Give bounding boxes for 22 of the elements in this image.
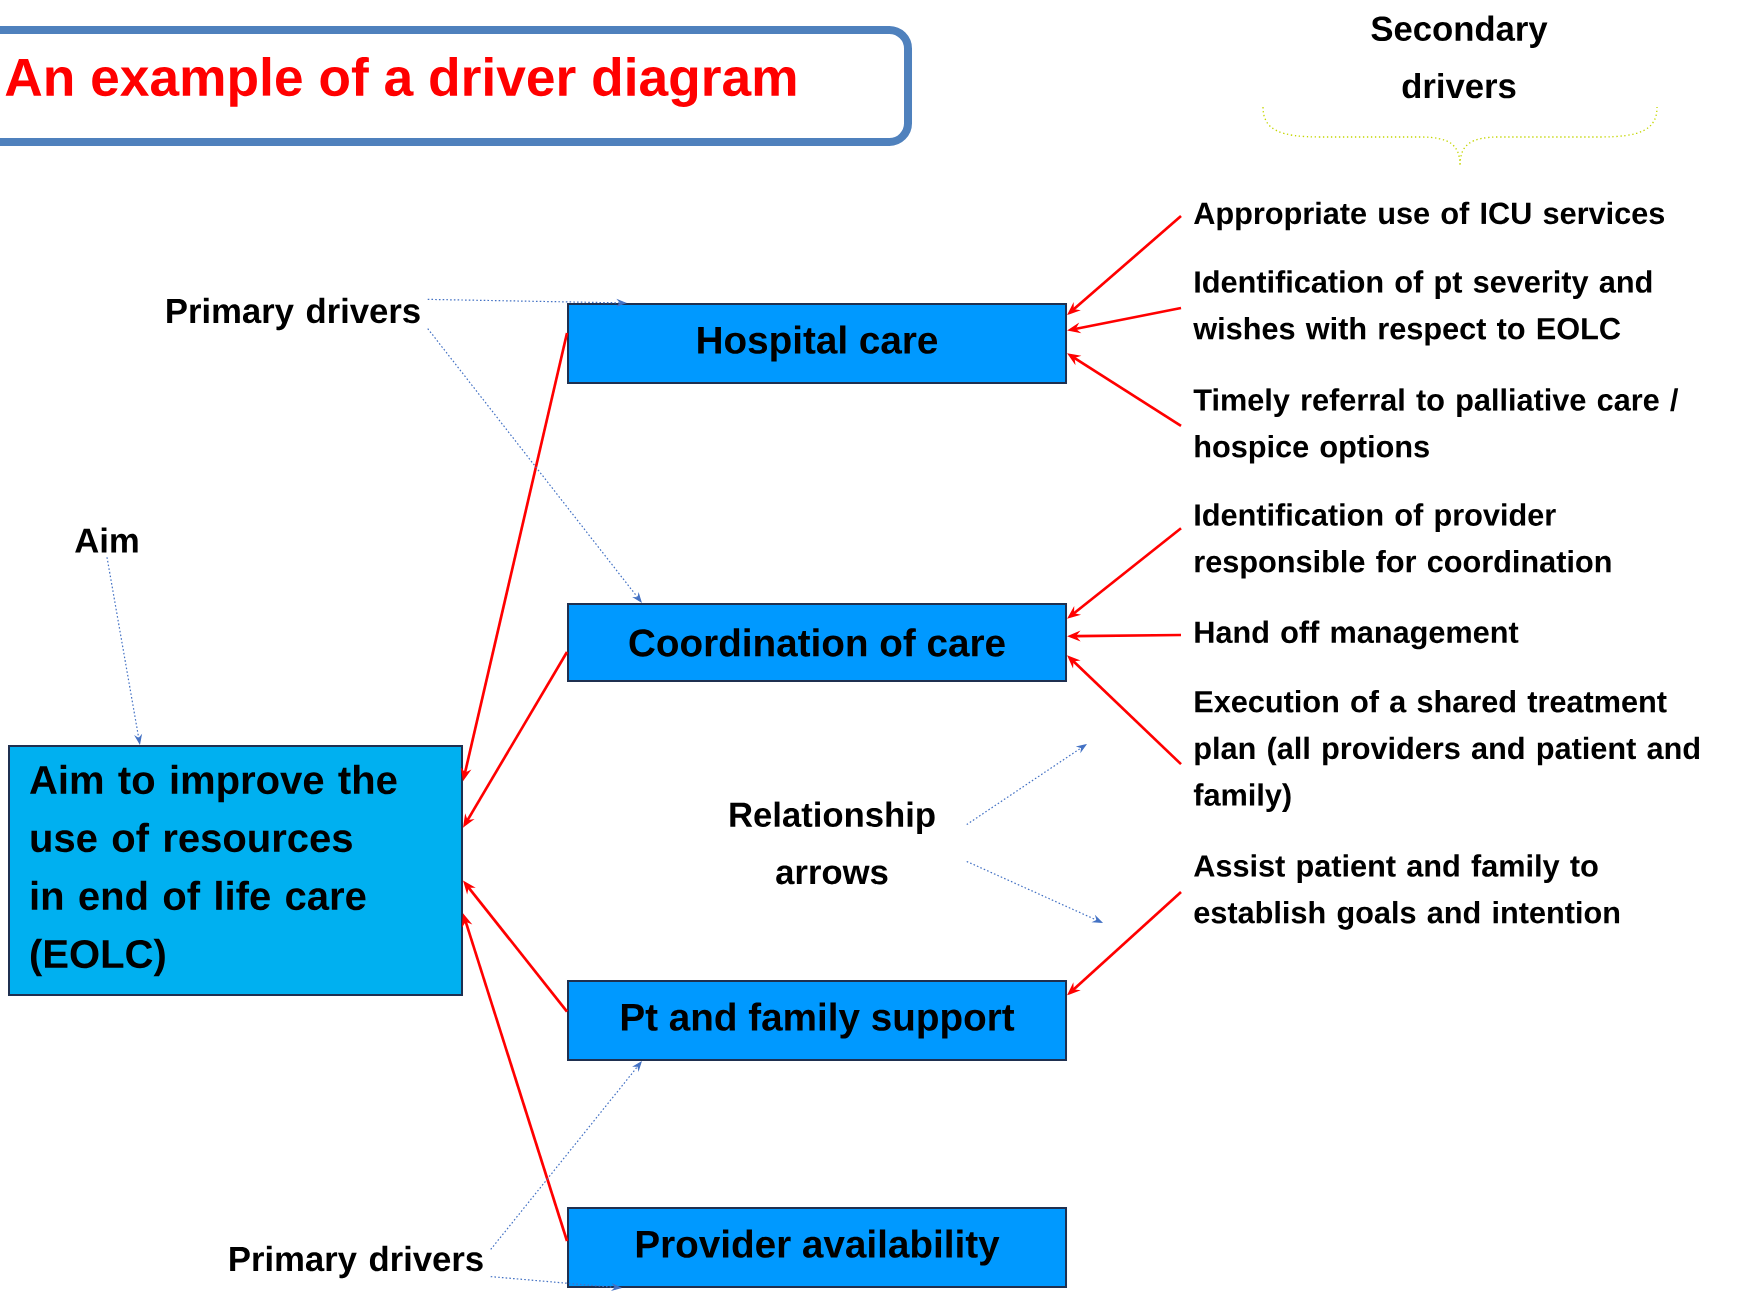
aim-box: Aim to improve the use of resources in end of life care (EOLC): [8, 745, 463, 996]
secondary-driver-text: Appropriate use of ICU services: [1194, 201, 1665, 231]
annotation-label: Aim: [75, 527, 138, 553]
annotation-label: Primary drivers: [230, 1245, 483, 1279]
secondary-driver-text: Assist patient and family to establish goals and intention: [1194, 854, 1620, 930]
heading: Secondary drivers: [1371, 15, 1548, 99]
title: An example of a driver diagram: [5, 57, 796, 107]
driver-box: Hospital care: [567, 303, 1067, 384]
leader-arrow: [427, 328, 642, 603]
driver-box: Coordination of care: [567, 603, 1067, 682]
secondary-driver-text: Hand off management: [1195, 620, 1519, 650]
annotation-label: Relationship arrows: [730, 801, 935, 885]
secondary-driver-text: Execution of a shared treatment plan (all providers and patient and family): [1193, 690, 1700, 812]
driver-box: Provider availability: [567, 1207, 1067, 1288]
secondary-driver-text: Identification of provider responsible for coordination: [1195, 503, 1611, 579]
annotation-label: Primary drivers: [167, 297, 420, 331]
leader-arrow: [490, 1061, 642, 1251]
secondary-driver-text: Identification of pt severity and wishes with respect to EOLC: [1193, 270, 1652, 346]
secondary-driver-text: Timely referral to palliative care / hospice options: [1193, 388, 1679, 464]
driver-box: Pt and family support: [567, 980, 1067, 1061]
leader-arrow: [966, 860, 1103, 923]
leader-arrow: [966, 744, 1087, 826]
